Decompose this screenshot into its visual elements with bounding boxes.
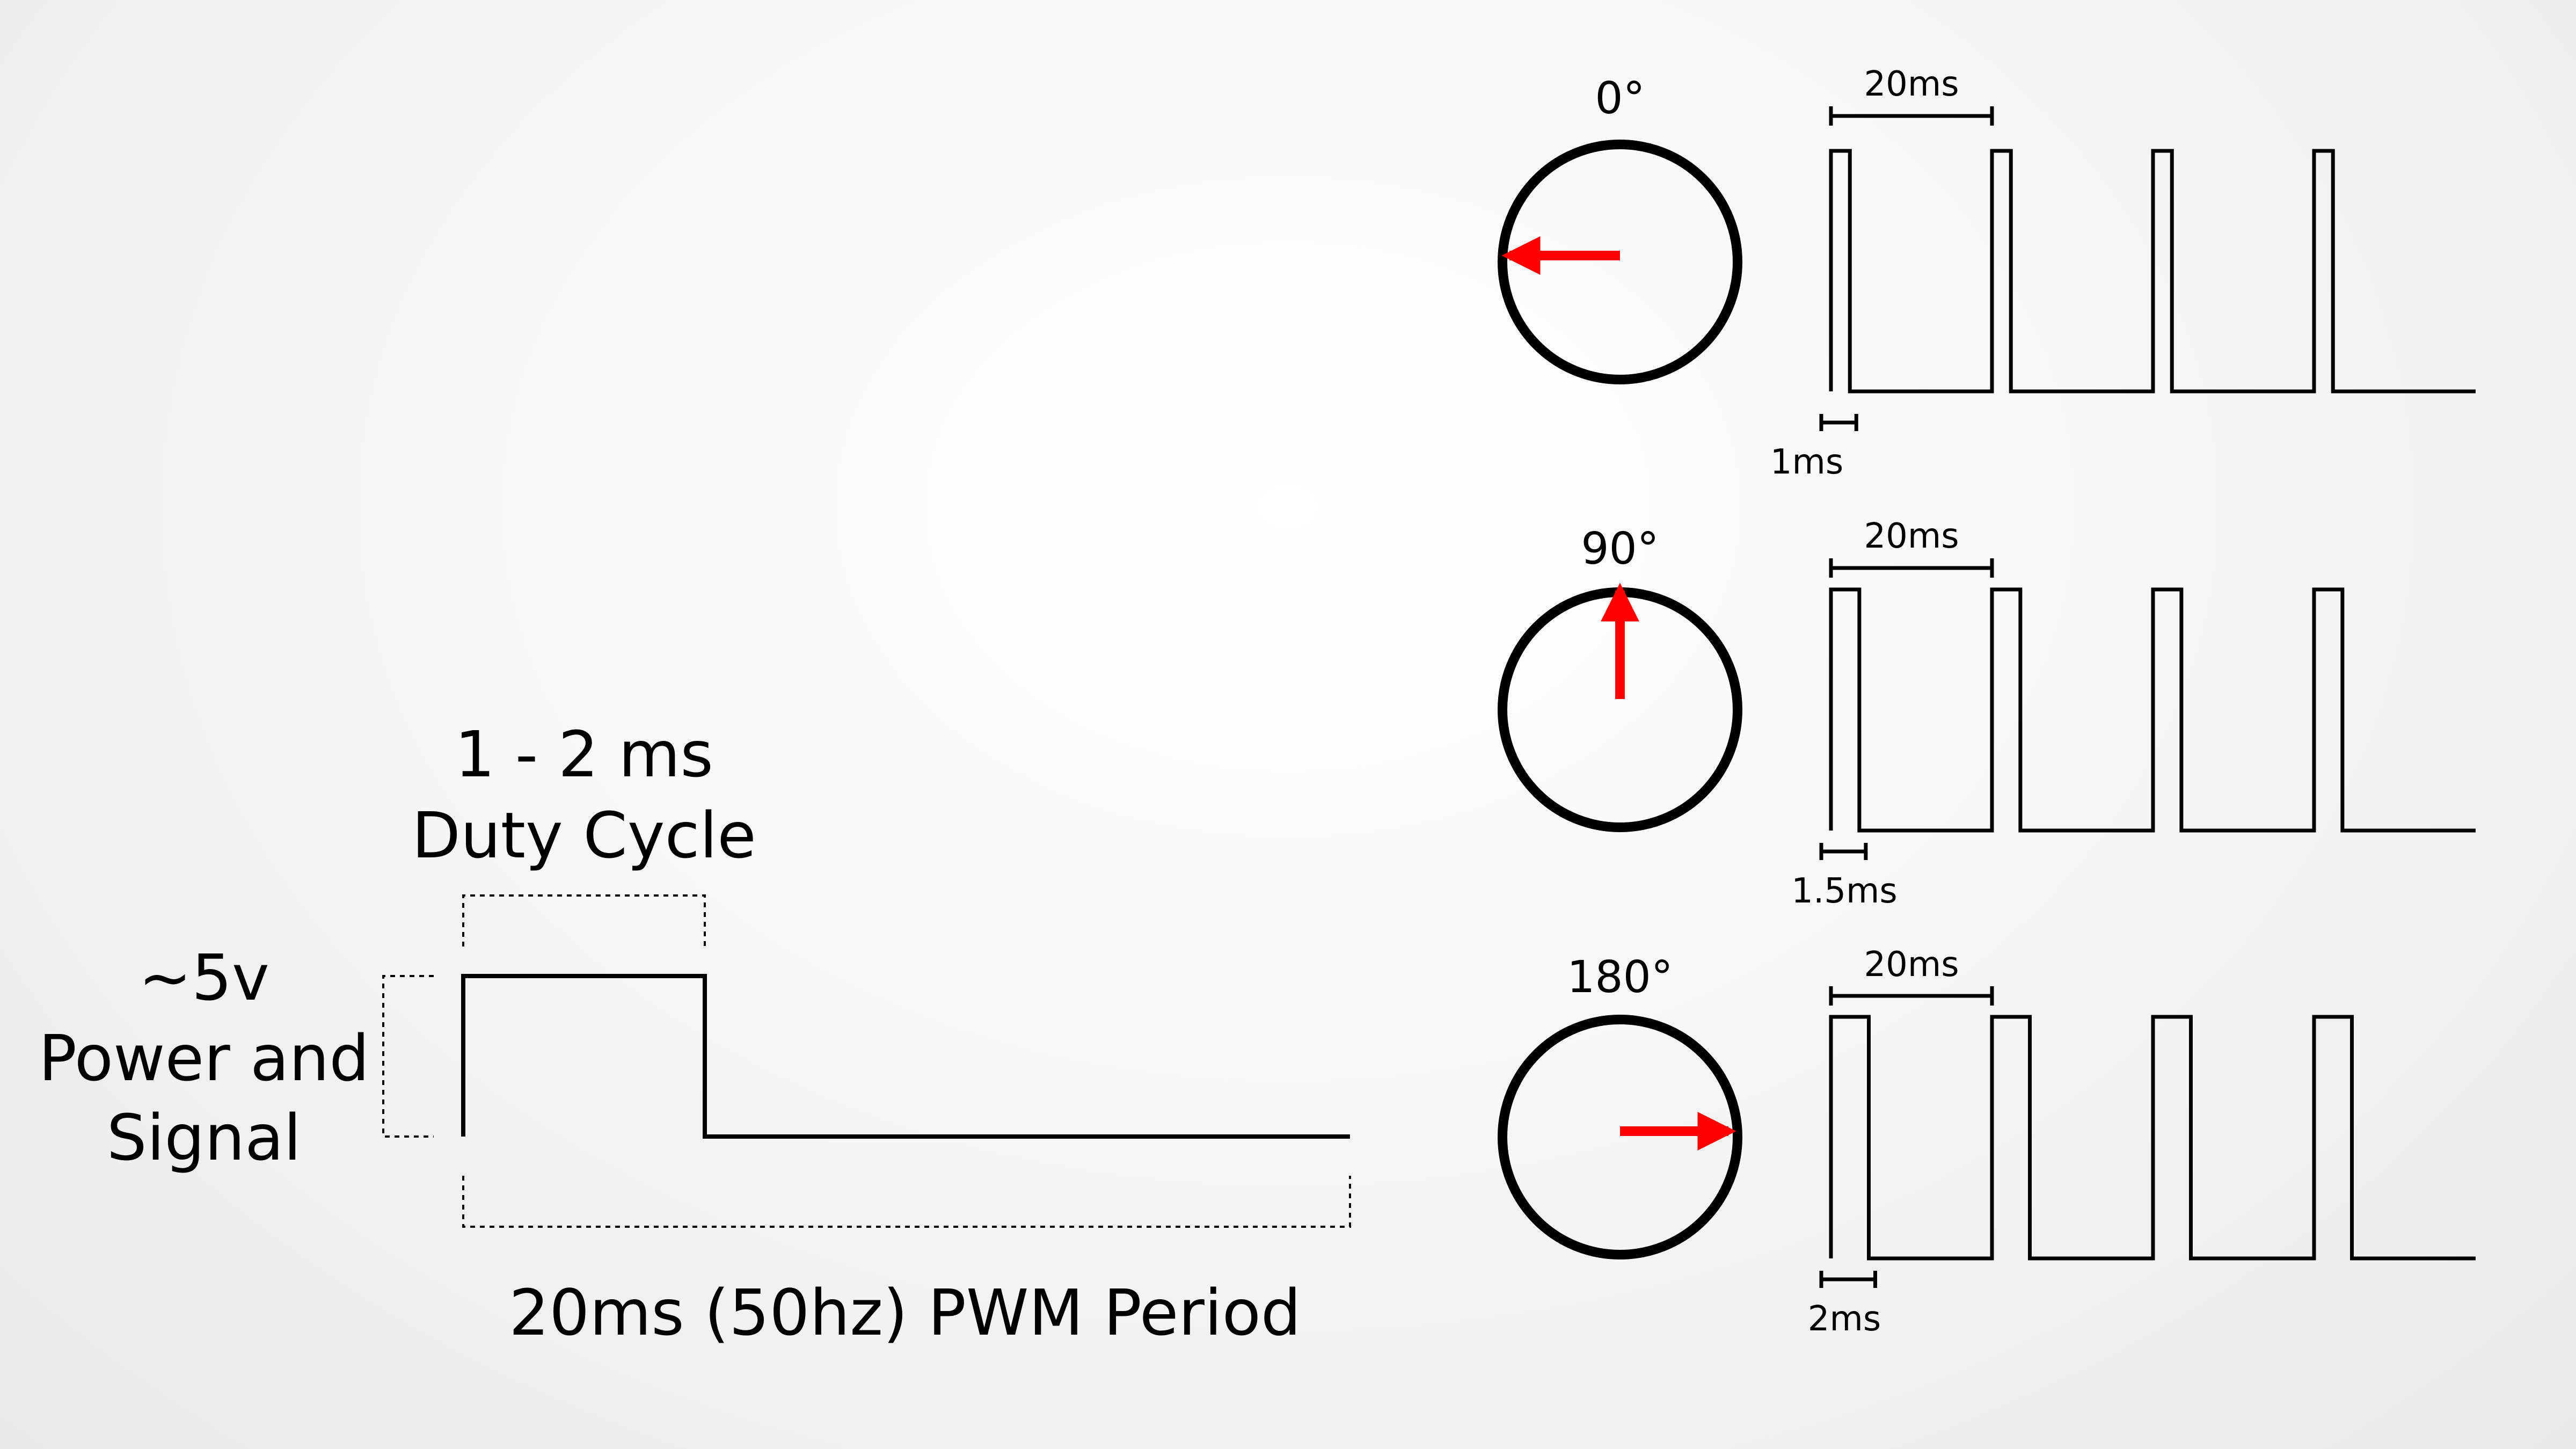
period-label: 20ms — [1864, 945, 1959, 985]
voltage-label: ~5v — [138, 941, 269, 1015]
pulse-width-dimension — [1819, 1271, 1877, 1288]
voltage-caption-line2: Signal — [107, 1101, 301, 1175]
pwm-waveform — [1829, 149, 2476, 394]
pwm-waveform — [1829, 587, 2476, 833]
pulse-waveform — [461, 974, 1350, 1139]
pwm-waveform — [1829, 1015, 2476, 1261]
voltage-caption-line1: Power and — [39, 1021, 369, 1095]
duty-range-label: 1 - 2 ms — [455, 717, 713, 791]
pulse-width-dimension — [1819, 414, 1858, 431]
servo-horn-circle — [1498, 1015, 1742, 1259]
angle-label: 180° — [1567, 952, 1673, 1003]
angle-label: 90° — [1581, 523, 1659, 574]
main-pwm-illustration: 1 - 2 ms Duty Cycle ~5v Power and Signal… — [39, 717, 1351, 1350]
pulse-width-label: 2ms — [1808, 1299, 1881, 1339]
pulse-width-dimension — [1819, 843, 1868, 860]
period-label: 20ms — [1864, 516, 1959, 556]
duty-cycle-bracket — [462, 894, 706, 946]
servo-horn-circle — [1498, 140, 1742, 384]
period-label: 20ms — [1864, 64, 1959, 104]
angle-label: 0° — [1595, 73, 1645, 124]
servo-row-180deg: 180° 20ms 2ms — [1498, 945, 2476, 1339]
pulse-width-label: 1ms — [1770, 442, 1843, 482]
pulse-width-label: 1.5ms — [1791, 871, 1897, 911]
pwm-period-label: 20ms (50hz) PWM Period — [509, 1276, 1301, 1350]
period-dimension — [1829, 986, 1994, 1006]
voltage-bracket — [382, 975, 434, 1138]
duty-cycle-label: Duty Cycle — [412, 798, 756, 872]
servo-row-90deg: 90° 20ms 1.5ms — [1498, 516, 2476, 911]
servo-row-0deg: 0° 20ms 1ms — [1498, 64, 2476, 482]
period-bracket — [462, 1176, 1351, 1228]
period-dimension — [1829, 106, 1994, 126]
period-dimension — [1829, 558, 1994, 578]
